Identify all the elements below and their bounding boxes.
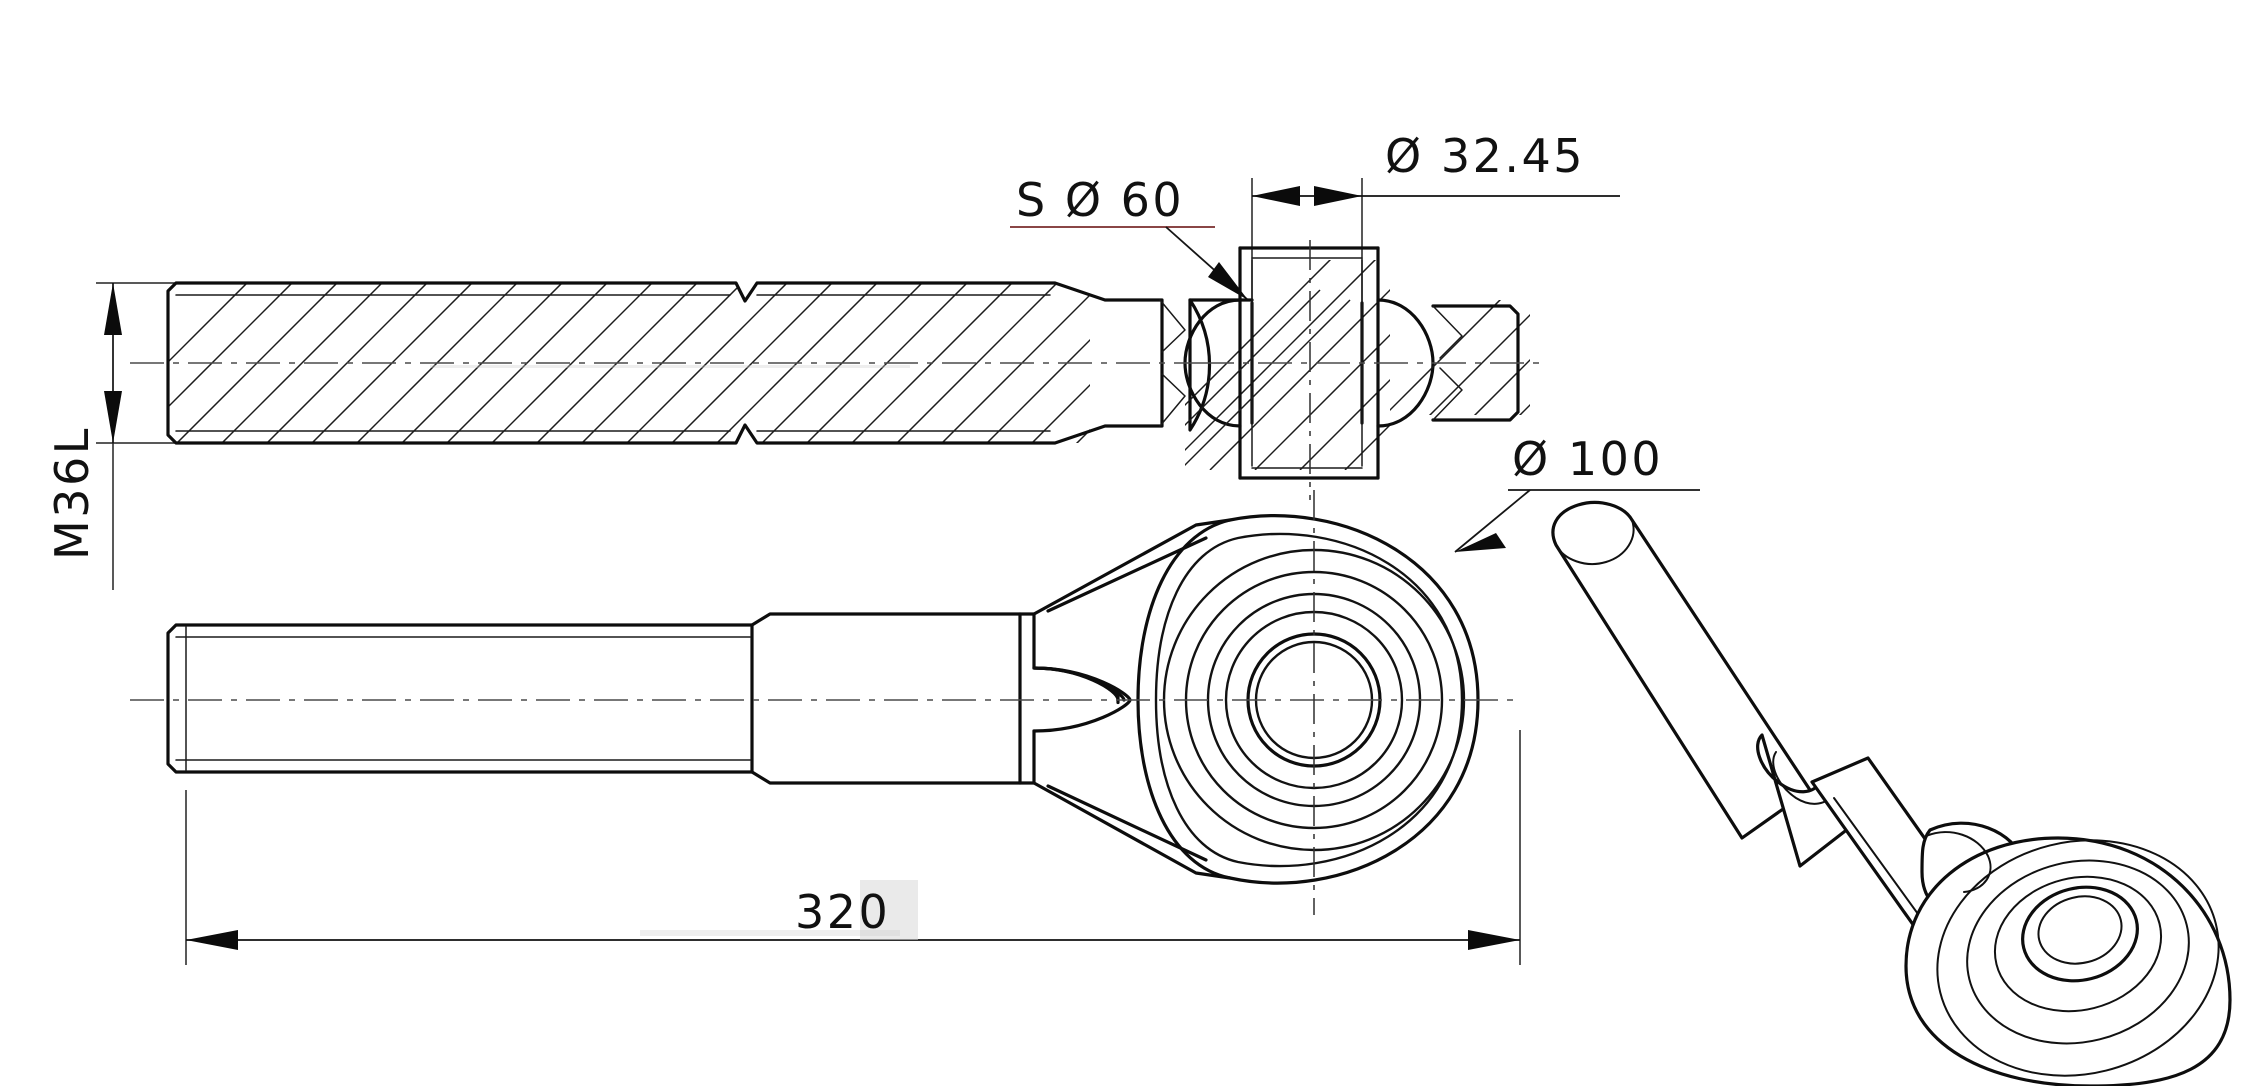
collar-chamfer-lower (1432, 367, 1463, 421)
notch-lower (1159, 373, 1186, 427)
iso-head-bore-inner (2037, 895, 2123, 965)
section-hatching-shank (168, 283, 1090, 443)
plan-shank-outline (166, 623, 754, 774)
arrowhead-ball (1208, 262, 1248, 300)
iso-bearing-rings (1936, 839, 2220, 1077)
arrowhead-right (1314, 186, 1362, 206)
notch-upper (1159, 299, 1186, 353)
plan-head-outer-body (1136, 514, 1480, 885)
plan-collar-outline (750, 612, 1022, 785)
dim-bore-diameter-label: Ø 32.45 (1385, 129, 1585, 183)
section-ball (1185, 260, 1390, 470)
dimension-head-diameter: Ø 100 (1454, 432, 1700, 553)
arrowhead-left (186, 930, 238, 950)
arrowhead-left (1252, 186, 1300, 206)
dim-head-diameter-label: Ø 100 (1512, 432, 1663, 486)
arrowhead-bottom (104, 391, 122, 443)
view-section (130, 240, 1540, 500)
plan-yoke-arm-upper (1032, 518, 1232, 616)
arrowhead-right (1468, 930, 1520, 950)
dimension-thread-size: M36L (45, 282, 182, 590)
dimension-overall-length: 320 (185, 730, 1521, 965)
collar-chamfer-upper (1432, 305, 1463, 359)
dim-ball-diameter-label: S Ø 60 (1016, 173, 1184, 227)
iso-head-ring-3 (1993, 875, 2163, 1013)
iso-notch (1925, 831, 1992, 893)
dim-thread-size-label: M36L (45, 426, 99, 560)
dimension-ball-diameter: S Ø 60 (1010, 173, 1249, 301)
iso-head-ring-1 (1936, 839, 2220, 1077)
iso-shank (1551, 500, 1812, 840)
dimension-bore-diameter: Ø 32.45 (1251, 129, 1620, 360)
plan-yoke-upper-stub (1018, 612, 1120, 704)
ball-lobe-left (1183, 289, 1351, 470)
iso-shank-end-cap (1555, 519, 1635, 565)
section-collar-hatch (1390, 300, 1530, 415)
arrowhead-head (1455, 533, 1506, 552)
plan-head-ring-1 (1154, 532, 1464, 868)
length-text-highlight (860, 880, 918, 940)
arrowhead-top (104, 283, 122, 335)
section-shank-outline (166, 281, 1164, 445)
view-isometric (1551, 500, 2232, 1086)
plan-yoke-lower-stub (1018, 729, 1036, 785)
construction-ghosts (430, 365, 910, 936)
view-plan (130, 490, 1520, 915)
dim-overall-length-label: 320 (795, 885, 890, 939)
iso-head-ring-2 (1966, 859, 2190, 1045)
